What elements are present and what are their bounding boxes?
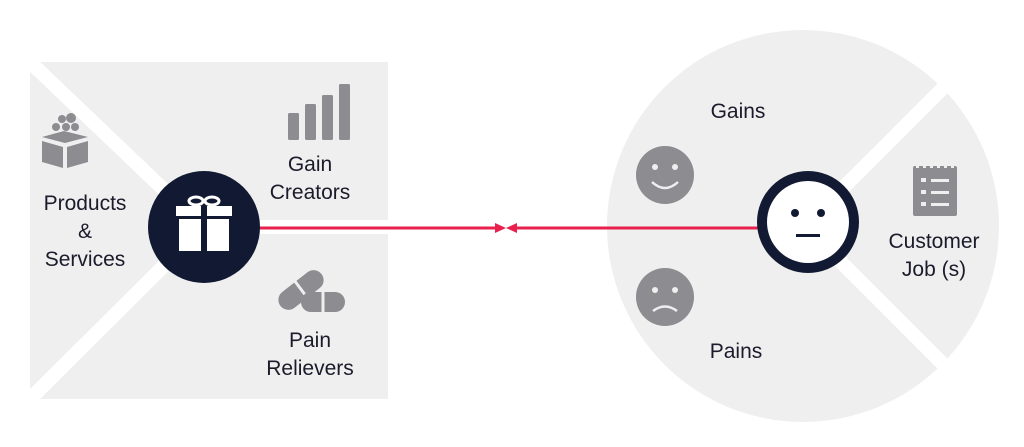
- customer-jobs-label: Customer Job (s): [874, 228, 994, 284]
- products-services-line-2: &: [77, 220, 92, 243]
- pills-icon: [278, 270, 345, 312]
- gain-creators-label: Gain Creators: [255, 151, 365, 207]
- customer-jobs-line-2: Job (s): [901, 258, 967, 281]
- pains-label: Pains: [709, 340, 763, 363]
- gift-icon: [148, 171, 260, 283]
- box-with-items-icon: [42, 113, 88, 168]
- customer-jobs-line-1: Customer: [888, 230, 980, 253]
- products-services-label: Products & Services: [30, 190, 140, 274]
- neutral-face-icon: [757, 171, 859, 273]
- bar-chart-icon: [288, 84, 350, 140]
- pain-relievers-line-1: Pain: [288, 329, 332, 352]
- checklist-icon: [913, 162, 957, 216]
- pain-relievers-line-2: Relievers: [266, 357, 354, 380]
- products-services-line-3: Services: [44, 248, 126, 271]
- smiley-face-icon: [636, 146, 694, 204]
- pain-relievers-label: Pain Relievers: [255, 327, 365, 383]
- gain-creators-line-1: Gain: [287, 153, 333, 176]
- gain-creators-line-2: Creators: [269, 181, 351, 204]
- value-connector-arrowhead: [495, 223, 506, 233]
- products-services-line-1: Products: [43, 192, 127, 215]
- customer-connector-arrowhead: [506, 223, 517, 233]
- sad-face-icon: [636, 268, 694, 326]
- gains-label: Gains: [710, 100, 766, 123]
